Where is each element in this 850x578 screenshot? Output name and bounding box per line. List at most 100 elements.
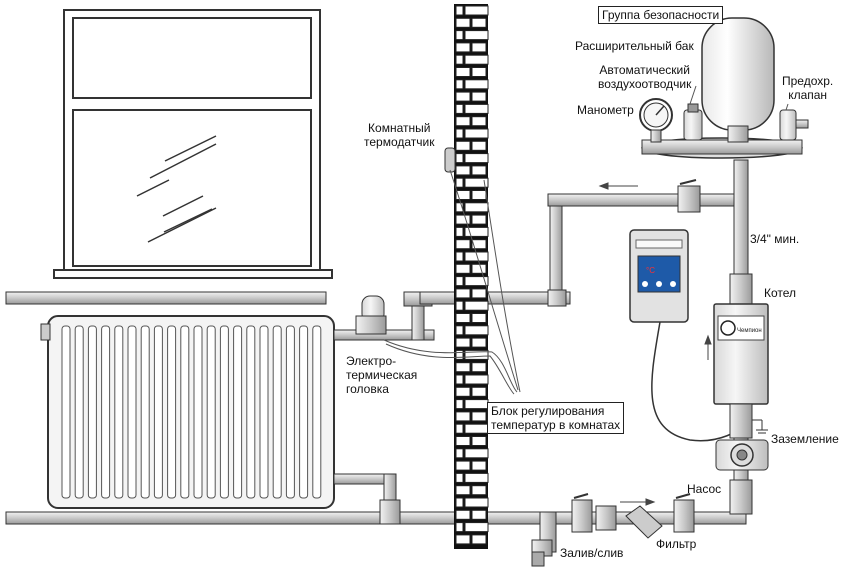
brick: [471, 239, 487, 250]
brick: [455, 300, 464, 311]
radiator-fin: [193, 325, 203, 499]
radiator-fin: [87, 325, 97, 499]
radiator-fin: [140, 325, 150, 499]
safety-group: [639, 17, 809, 159]
brick: [471, 165, 487, 176]
radiator-fin: [259, 325, 269, 499]
return-pipe: [5, 511, 747, 525]
brick: [455, 436, 471, 446]
brick: [455, 362, 471, 373]
radiator-fin: [285, 325, 295, 499]
brick: [464, 153, 489, 164]
label-thermo-head: Электро- термическая головка: [346, 354, 417, 396]
brick: [455, 349, 464, 360]
brick: [471, 288, 487, 299]
radiator-fin: [127, 325, 137, 499]
brick: [455, 128, 464, 139]
brick: [464, 325, 489, 336]
label-room-sensor-line1: Комнатный: [368, 121, 431, 135]
brick: [471, 116, 487, 127]
brick: [471, 485, 487, 496]
brick: [464, 202, 489, 213]
brick: [471, 140, 487, 151]
radiator-fin: [74, 325, 84, 499]
brick: [455, 177, 464, 188]
brick: [464, 300, 489, 311]
brick: [455, 485, 471, 496]
brick: [455, 399, 464, 410]
brick: [471, 313, 487, 323]
label-control-unit-line1: Блок регулирования: [491, 404, 605, 418]
control-wires: [383, 169, 521, 395]
brick: [455, 116, 471, 127]
brick: [455, 140, 471, 151]
brick: [471, 436, 487, 446]
brick: [455, 497, 464, 508]
radiator-fin: [114, 325, 124, 499]
room-sensor: [444, 147, 456, 173]
window: [53, 9, 333, 279]
brick: [471, 362, 487, 373]
brick: [455, 263, 471, 274]
brick: [455, 79, 464, 90]
label-safety-valve: Предохр. клапан: [782, 74, 833, 102]
brick: [455, 448, 464, 459]
brick: [464, 103, 489, 114]
brick: [455, 190, 471, 200]
brick: [455, 374, 464, 385]
label-control-unit: Блок регулирования температур в комнатах: [487, 402, 625, 434]
brick: [464, 497, 489, 508]
brick: [455, 214, 471, 225]
radiator-fin: [101, 325, 111, 499]
label-thermo-head-line3: головка: [346, 382, 389, 396]
radiator-fin: [61, 325, 71, 499]
label-pipe-size: 3/4" мин.: [750, 232, 800, 246]
brick: [455, 103, 464, 114]
brick: [455, 522, 464, 533]
radiator-fin: [312, 325, 322, 499]
radiator-fin: [167, 325, 177, 499]
brick-wall: [454, 4, 489, 549]
brick: [471, 386, 487, 397]
flow-arrows: [598, 182, 712, 506]
brick: [464, 54, 489, 65]
label-air-vent: Автоматический воздухоотводчик: [598, 63, 691, 91]
brick: [464, 30, 489, 41]
brick: [455, 423, 464, 434]
brick: [464, 374, 489, 385]
supply-valve: [677, 179, 701, 213]
brick: [471, 263, 487, 274]
ground-symbol: [752, 419, 768, 434]
brick: [455, 67, 471, 77]
brick: [464, 399, 489, 410]
brick: [455, 17, 471, 28]
brick: [455, 91, 471, 102]
controller-display-text: °C: [646, 266, 655, 275]
brick: [464, 522, 489, 533]
brick: [455, 30, 464, 41]
label-thermo-head-line1: Электро-: [346, 354, 397, 368]
label-control-unit-line2: температур в комнатах: [491, 418, 621, 432]
label-room-sensor-line2: термодатчик: [364, 135, 435, 149]
brick: [471, 337, 487, 348]
brick: [455, 509, 471, 520]
brick: [455, 251, 464, 262]
brick: [464, 128, 489, 139]
thermo-head: [355, 295, 387, 335]
brick: [455, 460, 471, 471]
brick: [455, 325, 464, 336]
label-room-sensor: Комнатный термодатчик: [364, 121, 434, 149]
boiler: Чемпион: [713, 303, 769, 439]
radiator-fin: [272, 325, 282, 499]
brick: [471, 67, 487, 77]
brick: [471, 91, 487, 102]
brick: [464, 423, 489, 434]
brick: [455, 386, 471, 397]
brick: [455, 276, 464, 287]
radiator-fin: [180, 325, 190, 499]
brick: [471, 214, 487, 225]
boiler-brand: Чемпион: [737, 328, 762, 334]
label-manometer: Манометр: [577, 103, 634, 117]
radiator-fin: [153, 325, 163, 499]
